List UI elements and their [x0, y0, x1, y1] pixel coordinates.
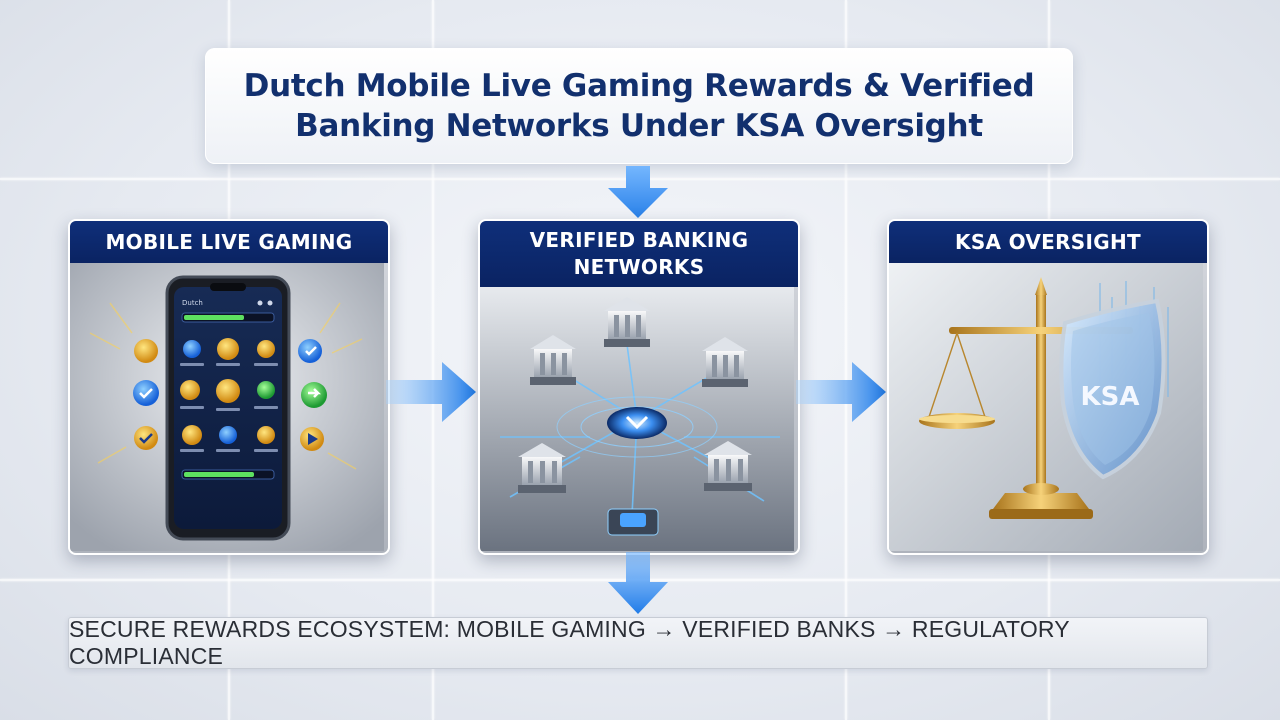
panel-title: KSA OVERSIGHT: [955, 230, 1141, 254]
bank-icon: [530, 335, 576, 385]
panel-header: MOBILE LIVE GAMING: [70, 221, 388, 263]
arrow-right-icon: [386, 362, 476, 422]
panel-header: VERIFIED BANKING NETWORKS: [480, 221, 798, 287]
panel-mobile-live-gaming: MOBILE LIVE GAMING Dutch: [68, 219, 390, 555]
banking-network-illustration: [480, 287, 794, 551]
title-box: Dutch Mobile Live Gaming Rewards & Verif…: [205, 48, 1073, 164]
bank-icon: [704, 441, 752, 491]
grid-line: [432, 0, 434, 720]
bank-icon: [518, 443, 566, 493]
shield-label: KSA: [1081, 382, 1140, 412]
mobile-gaming-illustration: Dutch: [70, 263, 384, 551]
panel-header: KSA OVERSIGHT: [889, 221, 1207, 263]
bank-icon: [702, 337, 748, 387]
title-line-1: Dutch Mobile Live Gaming Rewards & Verif…: [243, 68, 1035, 104]
arrow-down-icon: [608, 166, 668, 218]
footer-bar: SECURE REWARDS ECOSYSTEM: MOBILE GAMING …: [68, 616, 1208, 669]
bank-icon: [604, 297, 650, 347]
arrow-right-icon: [796, 362, 886, 422]
arrow-down-icon: [608, 552, 668, 614]
panel-title-line-1: VERIFIED BANKING: [529, 228, 749, 252]
panel-verified-banking: VERIFIED BANKING NETWORKS: [478, 219, 800, 555]
ksa-oversight-illustration: KSA: [889, 263, 1203, 551]
phone-app-label: Dutch: [182, 299, 203, 307]
panel-title: MOBILE LIVE GAMING: [105, 230, 353, 254]
panel-title-line-2: NETWORKS: [573, 255, 705, 279]
grid-line: [845, 0, 847, 720]
title-line-2: Banking Networks Under KSA Oversight: [295, 108, 983, 144]
panel-ksa-oversight: KSA OVERSIGHT: [887, 219, 1209, 555]
footer-text: SECURE REWARDS ECOSYSTEM: MOBILE GAMING …: [69, 616, 1070, 669]
